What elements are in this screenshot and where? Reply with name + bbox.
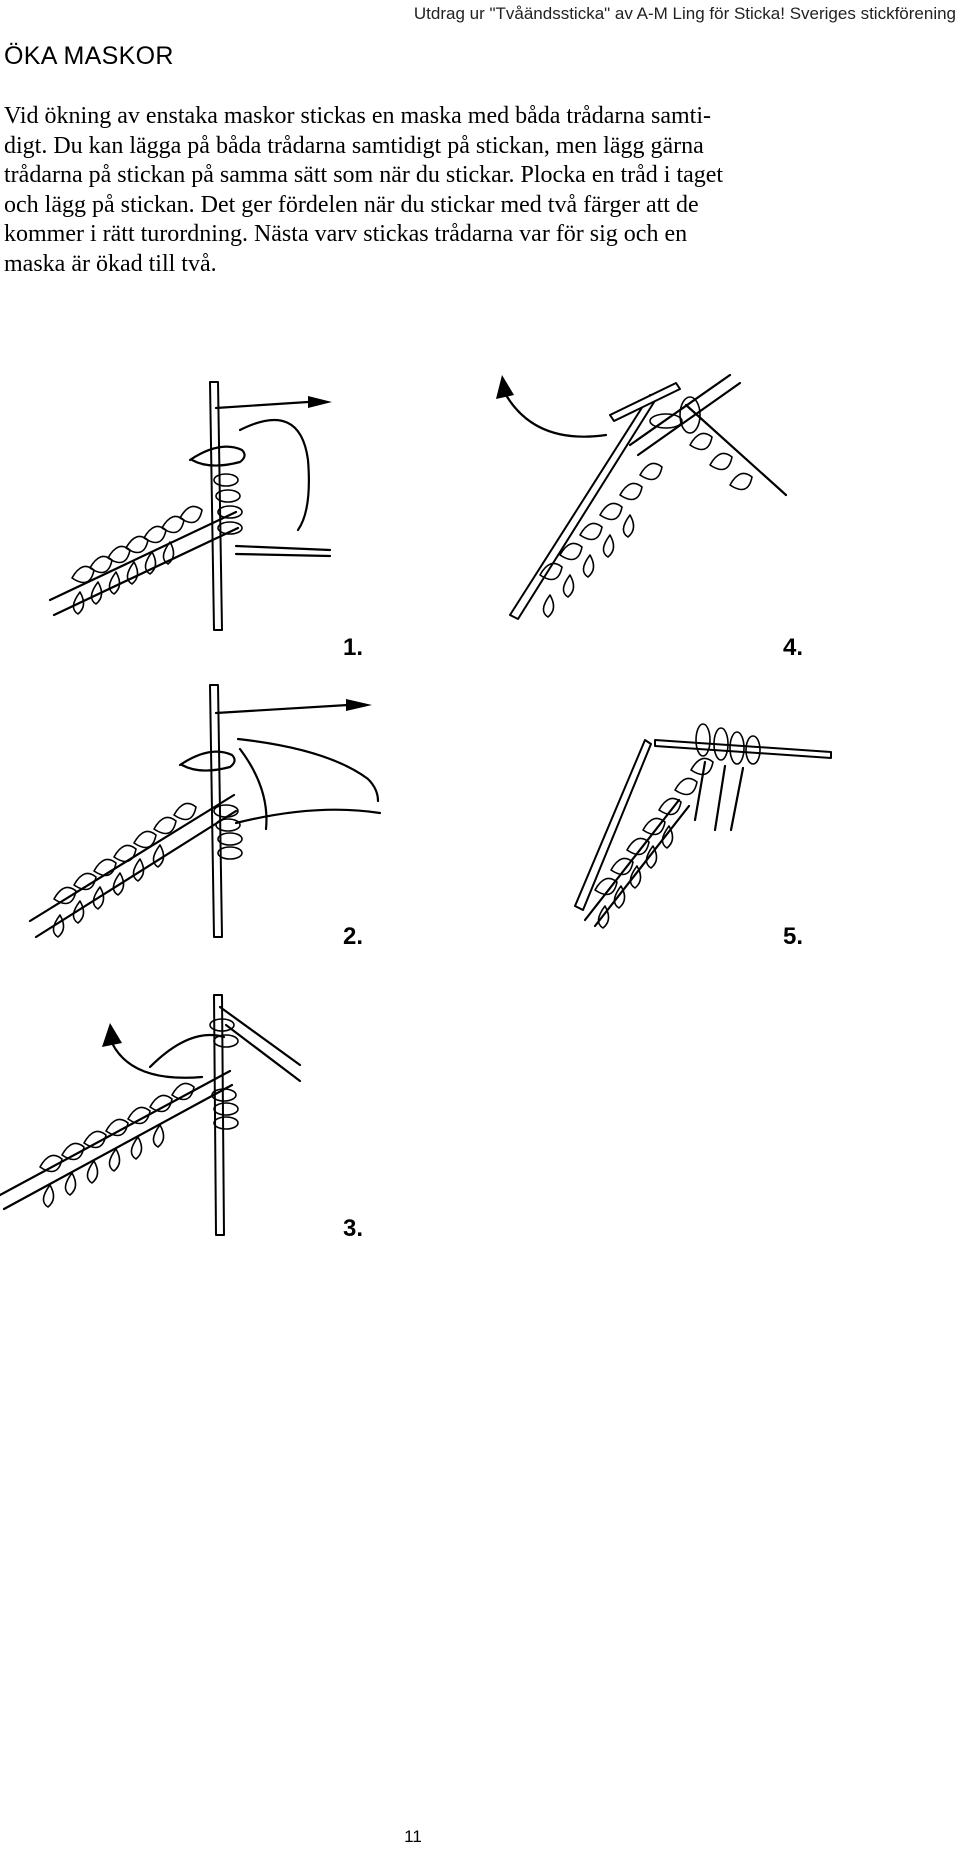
page-number: 11 (404, 1827, 422, 1846)
figure-5-label: 5. (783, 923, 804, 950)
source-header: Utdrag ur "Tvåändssticka" av A-M Ling fö… (413, 4, 956, 23)
figure-2 (28, 675, 382, 955)
knitting-illustration-1 (48, 381, 332, 631)
figure-2-label: 2. (343, 923, 364, 950)
page-title: ÖKA MASKOR (4, 42, 174, 70)
paragraph-line: kommer i rätt turordning. Nästa varv sti… (4, 221, 688, 247)
figure-5 (574, 710, 835, 930)
paragraph-line: och lägg på stickan. Det ger fördelen nä… (4, 191, 699, 218)
knitting-illustration-4 (496, 373, 788, 620)
knitting-illustration-3 (0, 994, 302, 1236)
figure-1 (40, 370, 340, 631)
paragraph-line: trådarna på stickan på samma sätt som nä… (4, 162, 724, 188)
paragraph-line: Vid ökning av enstaka maskor stickas en … (4, 103, 712, 129)
paragraph-line: digt. Du kan lägga på båda trådarna samt… (4, 132, 704, 159)
figure-4 (490, 373, 800, 635)
figure-3-label: 3. (343, 1215, 364, 1242)
knitting-illustration-2 (28, 684, 382, 939)
knitting-illustration-5 (574, 723, 832, 929)
figure-1-label: 1. (343, 634, 364, 661)
figure-4-label: 4. (783, 634, 804, 661)
instruction-paragraph: Vid ökning av enstaka maskor stickas en … (4, 102, 944, 279)
paragraph-line: maska är ökad till två. (4, 250, 217, 277)
figure-3 (0, 994, 302, 1236)
